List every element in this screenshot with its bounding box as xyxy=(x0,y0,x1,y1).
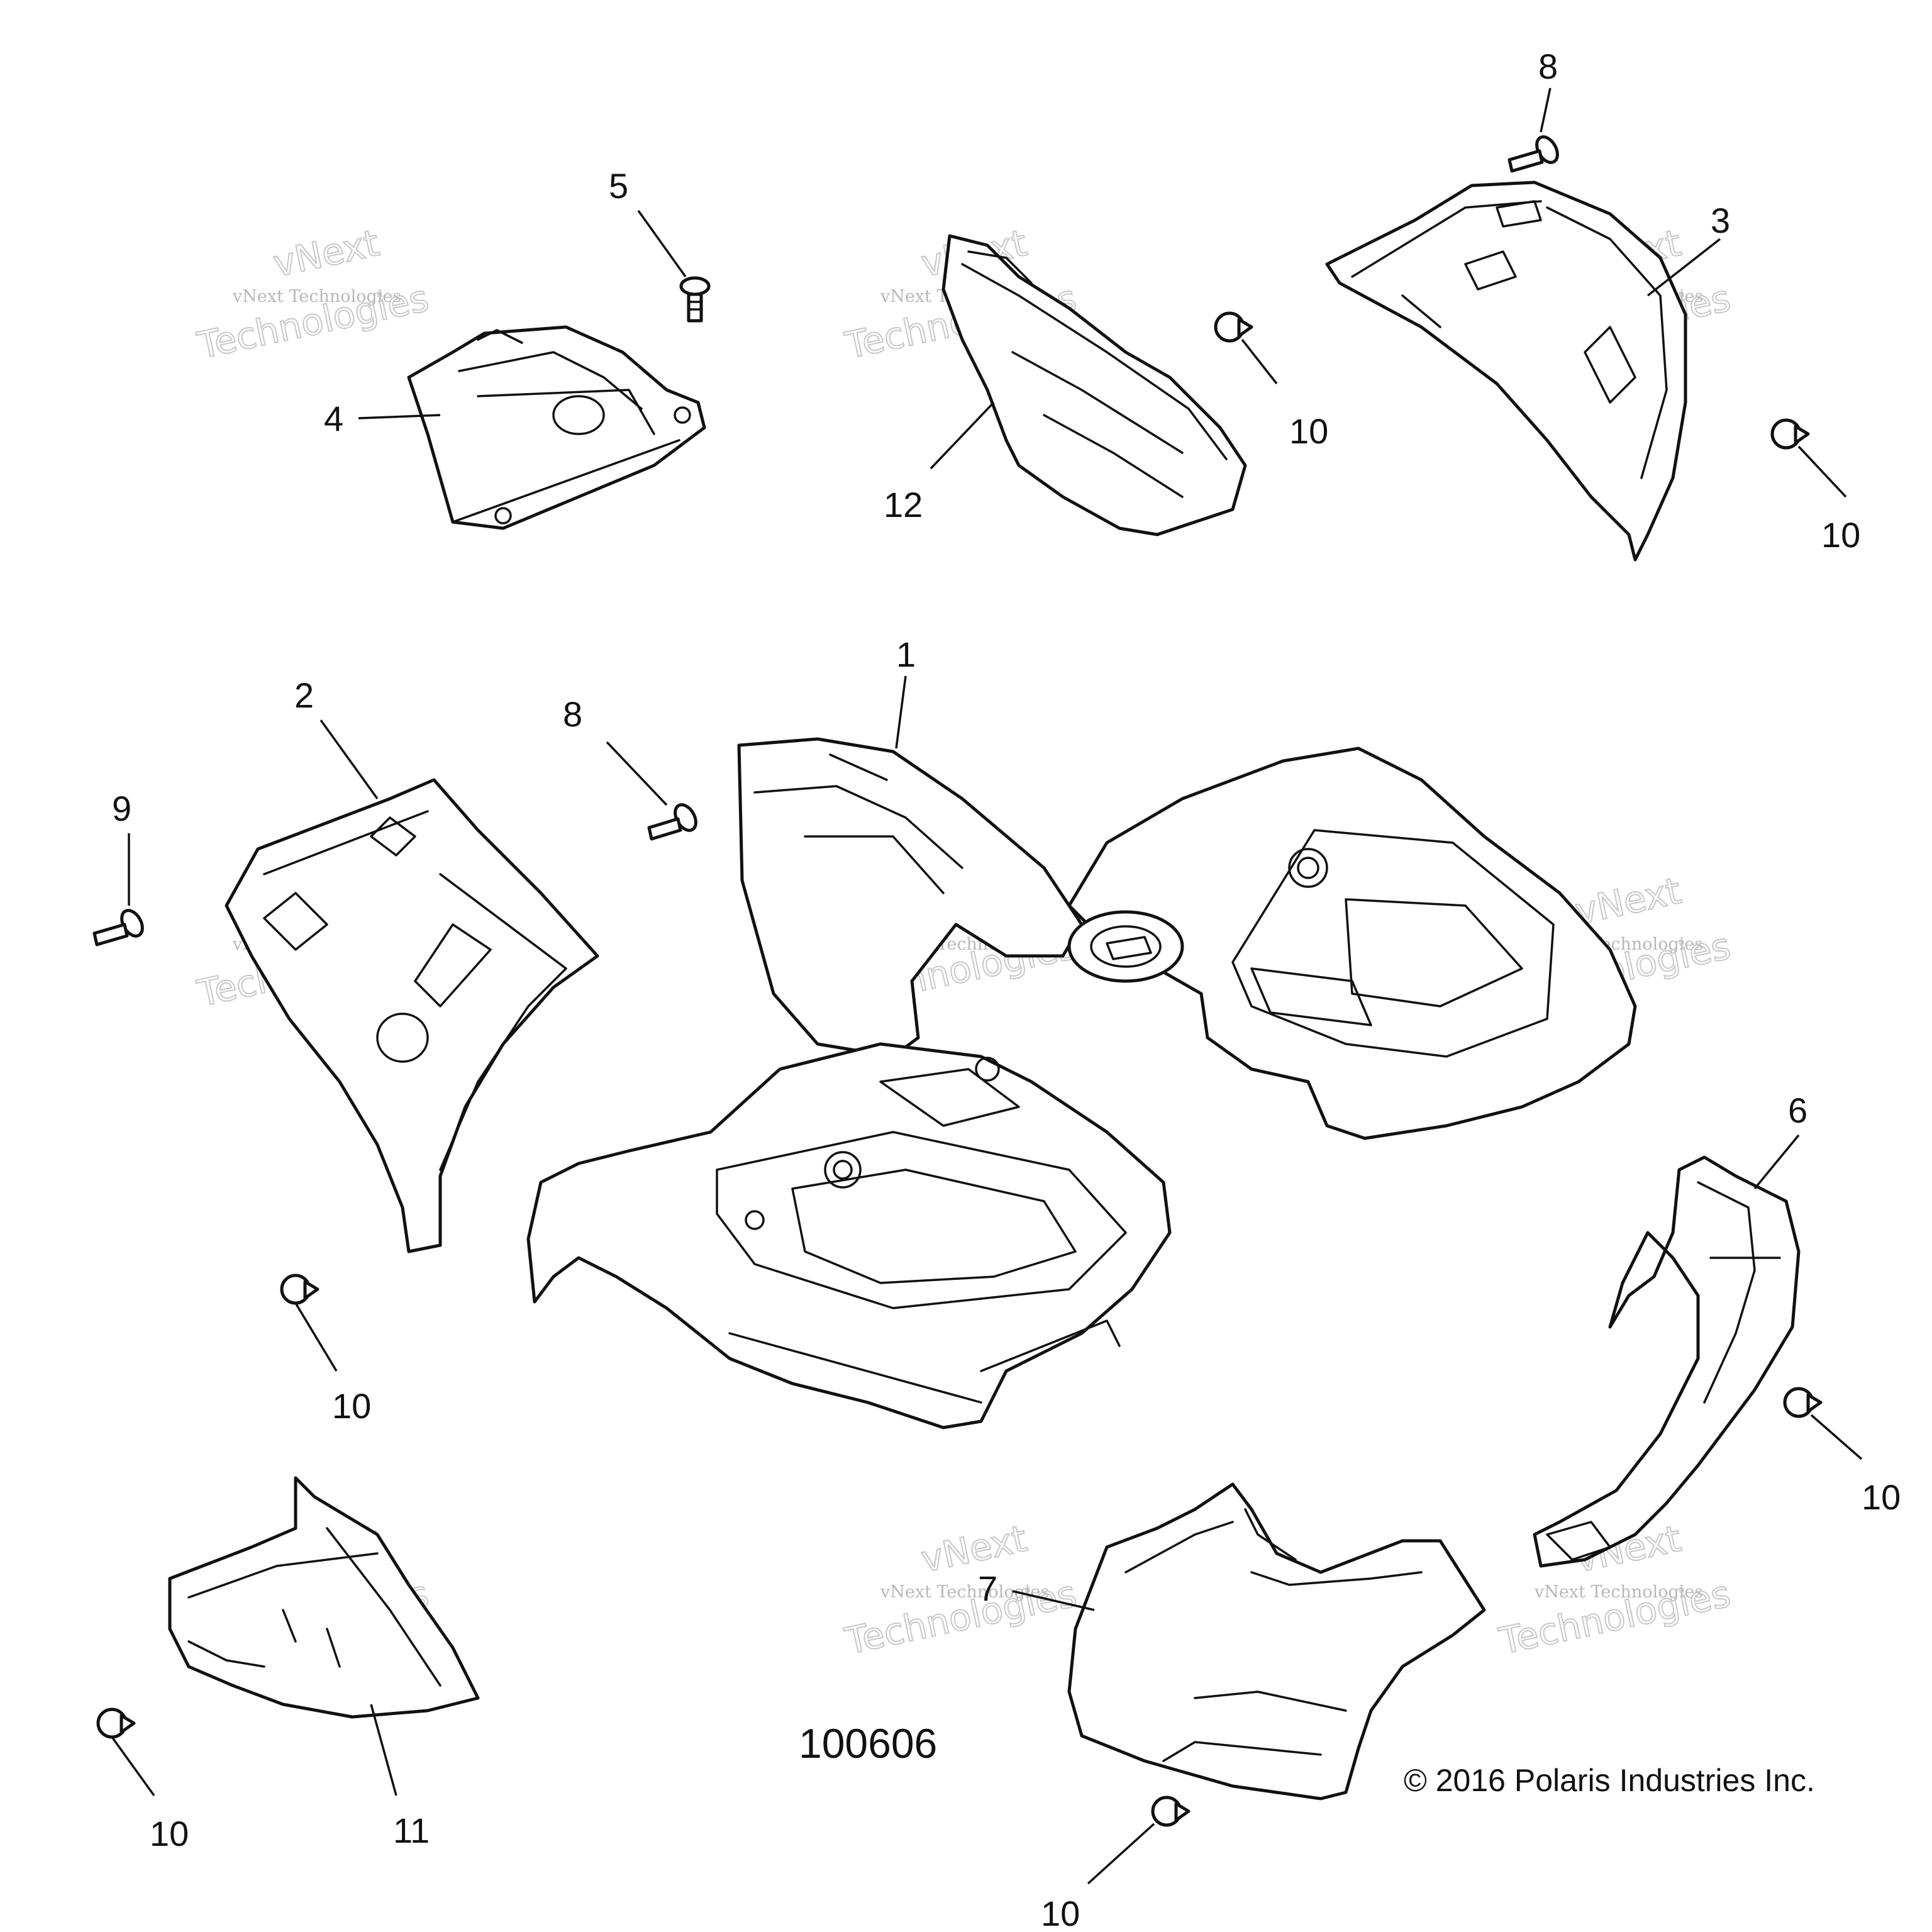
callout-8-top: 8 xyxy=(1538,47,1558,86)
push-rivet-10-e xyxy=(96,1707,136,1739)
callout-10-d: 10 xyxy=(1862,1477,1901,1517)
callout-6: 6 xyxy=(1788,1091,1807,1130)
fastener-8-mid xyxy=(647,803,697,841)
part-3-right-upper-panel xyxy=(1325,180,1687,562)
push-rivet-10-f xyxy=(1151,1796,1191,1827)
callout-10-f: 10 xyxy=(1041,1894,1080,1932)
callout-labels: 1 2 3 4 5 6 7 8 8 9 10 10 10 10 10 10 11… xyxy=(112,47,1901,1932)
part-2-left-side-panel xyxy=(225,778,599,1253)
fastener-9 xyxy=(92,909,144,947)
callout-7: 7 xyxy=(978,1568,997,1608)
callout-10-c: 10 xyxy=(332,1386,371,1426)
callout-3: 3 xyxy=(1711,201,1730,240)
copyright-notice: © 2016 Polaris Industries Inc. xyxy=(1404,1763,1815,1798)
part-1-main-fender xyxy=(526,737,1637,1430)
watermark-line: vNext Technologies xyxy=(232,287,401,306)
part-4-console-cover xyxy=(407,325,706,530)
fastener-8-top xyxy=(1507,135,1559,173)
watermark-word-top: vNext xyxy=(918,1517,1031,1581)
callout-5: 5 xyxy=(609,166,628,206)
callout-1: 1 xyxy=(896,635,916,674)
leader-lines xyxy=(111,87,1863,1885)
callout-10-b: 10 xyxy=(1821,515,1860,555)
callout-9: 9 xyxy=(112,789,131,828)
callout-8-mid: 8 xyxy=(563,694,582,734)
callout-12: 12 xyxy=(884,485,923,525)
part-6-right-lower-panel xyxy=(1533,1155,1801,1568)
callout-4: 4 xyxy=(324,399,343,438)
watermark-1: vNext vNext Technologies Technologies xyxy=(193,221,433,368)
figure-id: 100606 xyxy=(799,1720,937,1767)
callout-10-e: 10 xyxy=(150,1814,189,1853)
push-rivet-10-c xyxy=(280,1274,319,1305)
watermark-8: vNext vNext Technologies Technologies xyxy=(841,1516,1081,1663)
callout-10-a: 10 xyxy=(1289,411,1328,451)
push-rivet-10-d xyxy=(1783,1387,1823,1418)
part-5-screw xyxy=(679,276,711,323)
push-rivet-10-b xyxy=(1770,418,1810,450)
watermark-word-top: vNext xyxy=(270,221,383,286)
callout-2: 2 xyxy=(294,675,314,715)
callout-11: 11 xyxy=(393,1811,430,1850)
part-12-center-upper-panel xyxy=(941,234,1247,536)
watermark-line: vNext Technologies xyxy=(1534,1582,1703,1602)
part-11-lower-left-panel xyxy=(168,1476,480,1719)
push-rivet-10-a xyxy=(1214,311,1253,343)
part-7-lower-front-cover xyxy=(1067,1482,1486,1801)
